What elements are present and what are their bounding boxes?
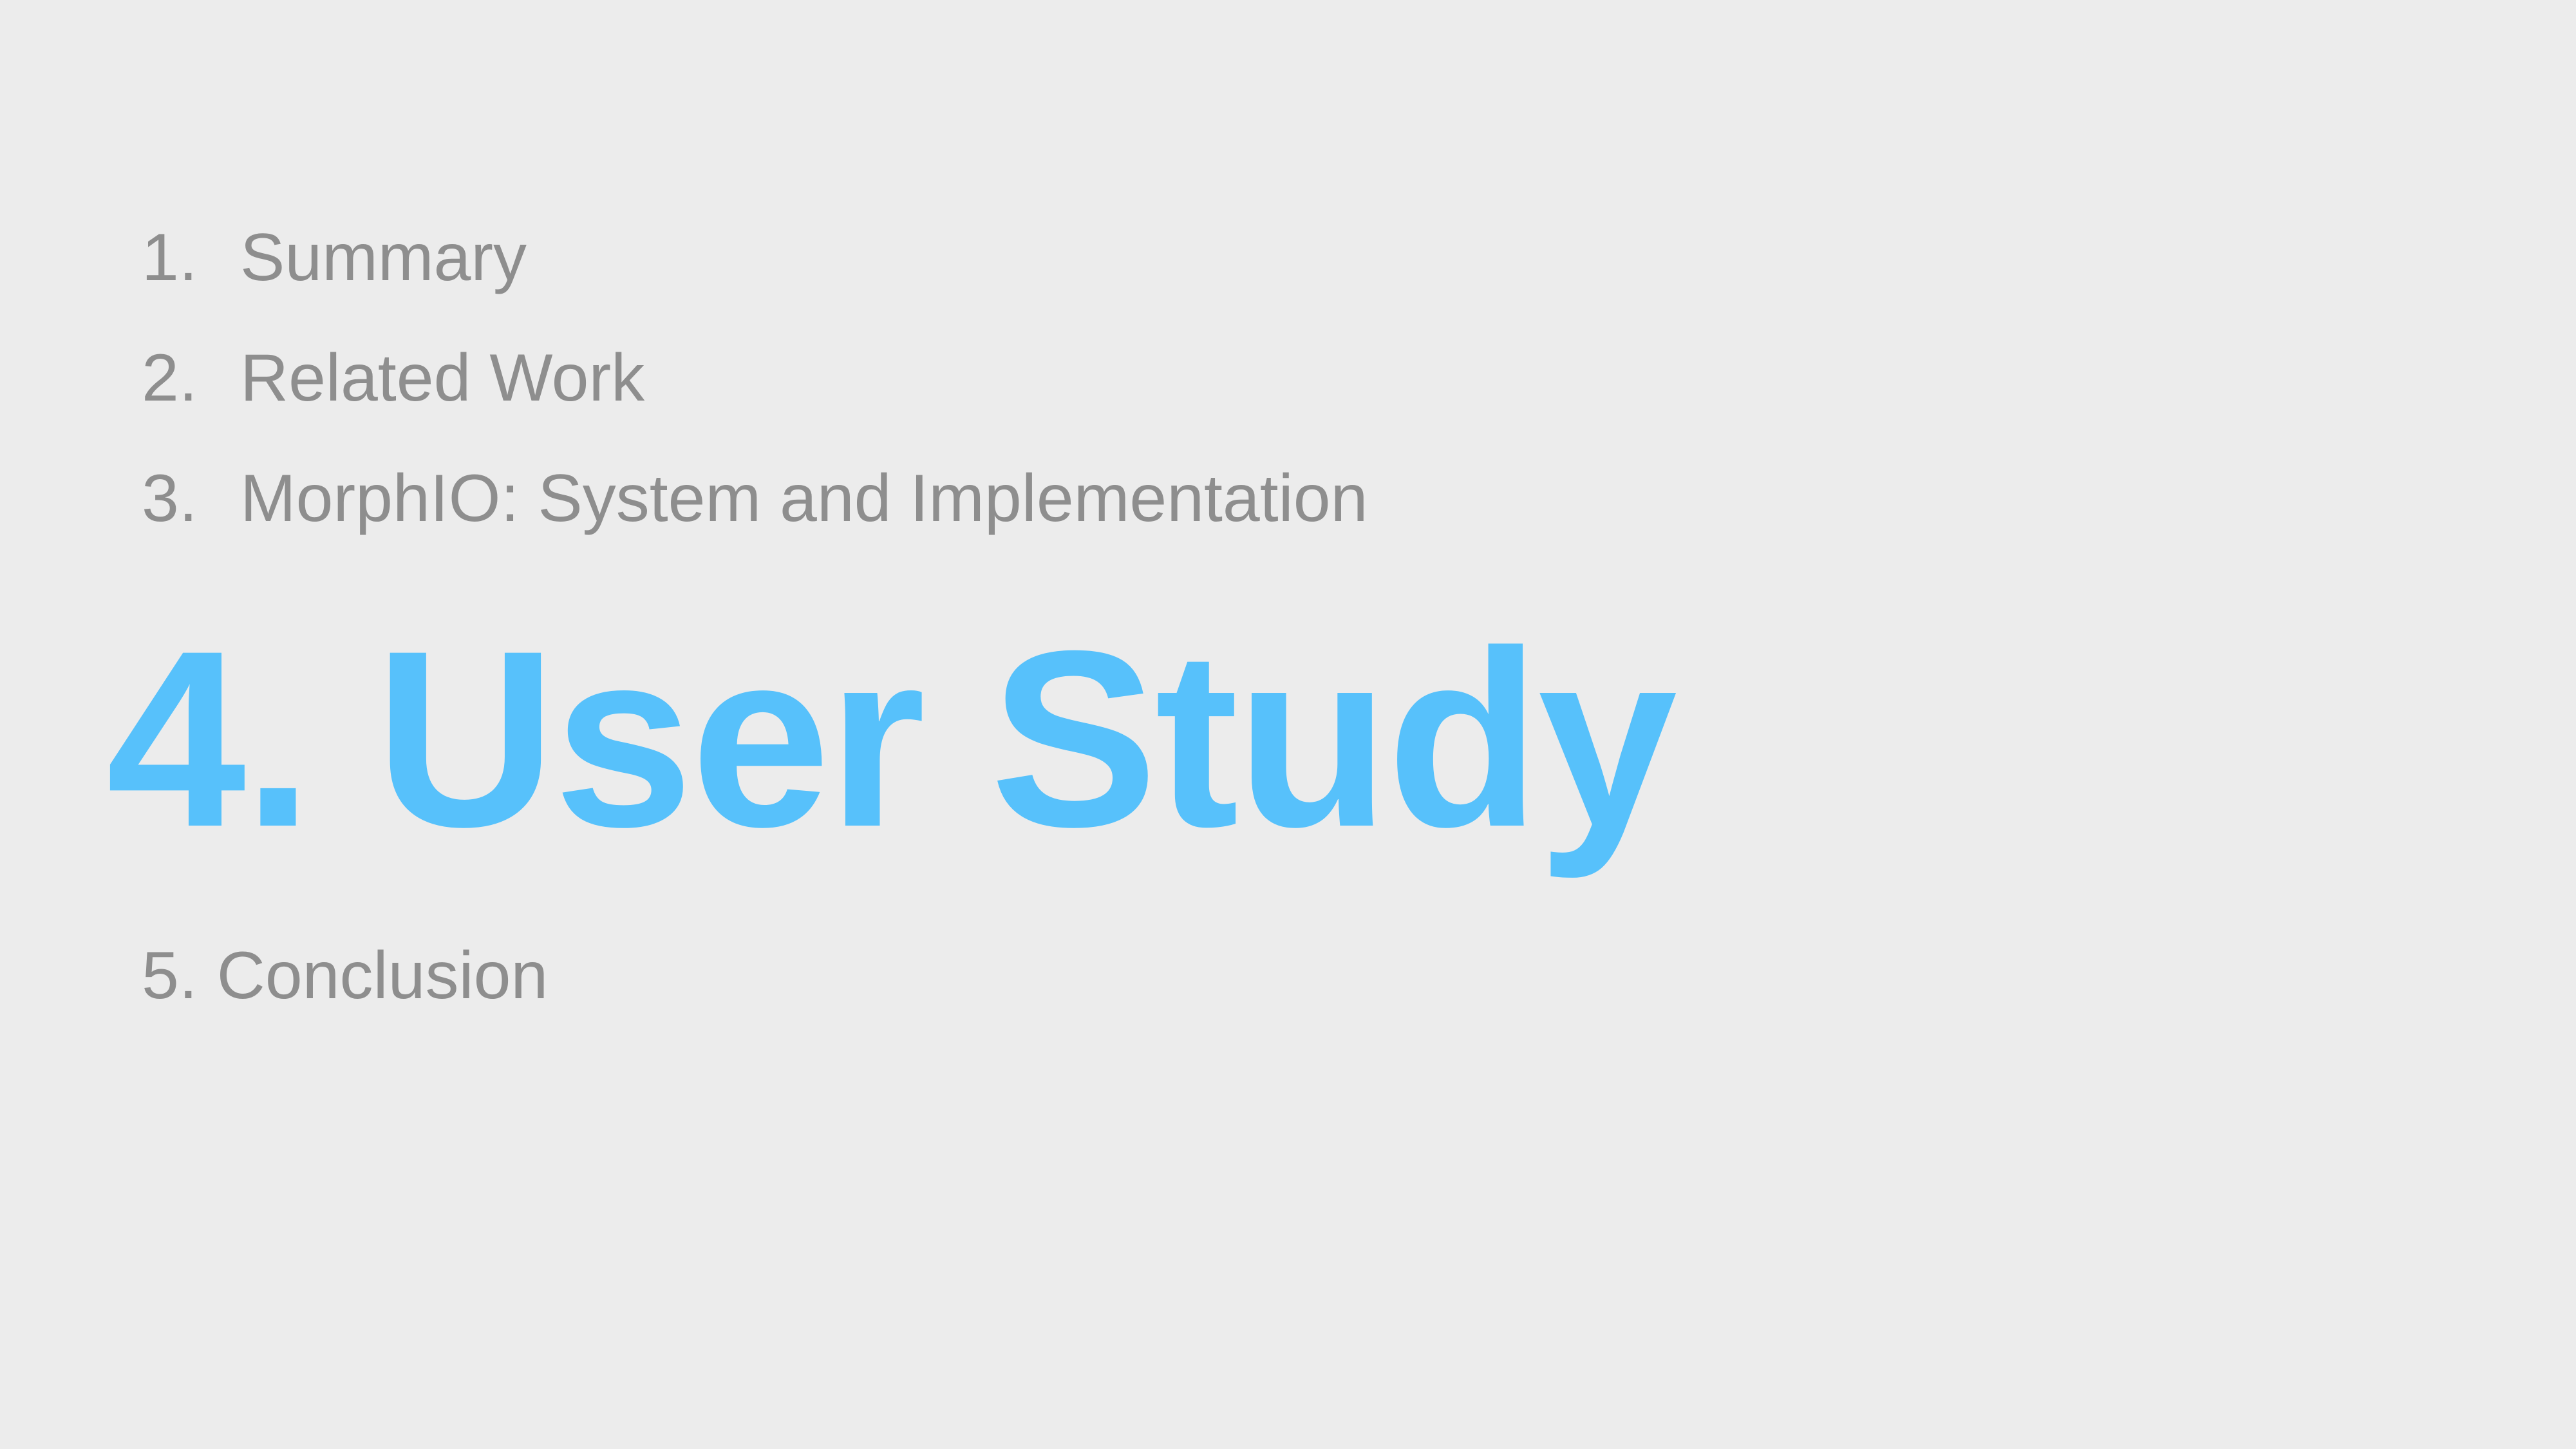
outline-item-summary: 1.Summary xyxy=(142,224,527,291)
outline-current-item-user-study: 4.User Study xyxy=(106,613,1677,864)
outline-item-number: 1. xyxy=(142,220,198,295)
outline-item-label: Conclusion xyxy=(216,938,549,1013)
outline-item-label: Summary xyxy=(240,220,527,295)
outline-item-label: MorphIO: System and Implementation xyxy=(240,461,1368,536)
outline-item-number: 2. xyxy=(142,341,198,415)
outline-current-number: 4. xyxy=(106,598,313,879)
outline-item-number: 3. xyxy=(142,461,198,536)
outline-item-related-work: 2.Related Work xyxy=(142,345,644,412)
outline-item-label: Related Work xyxy=(240,341,645,415)
outline-current-label: User Study xyxy=(375,598,1677,879)
outline-item-number: 5. xyxy=(142,938,198,1013)
outline-item-conclusion: 5.Conclusion xyxy=(142,942,548,1009)
outline-item-system-implementation: 3.MorphIO: System and Implementation xyxy=(142,465,1368,532)
